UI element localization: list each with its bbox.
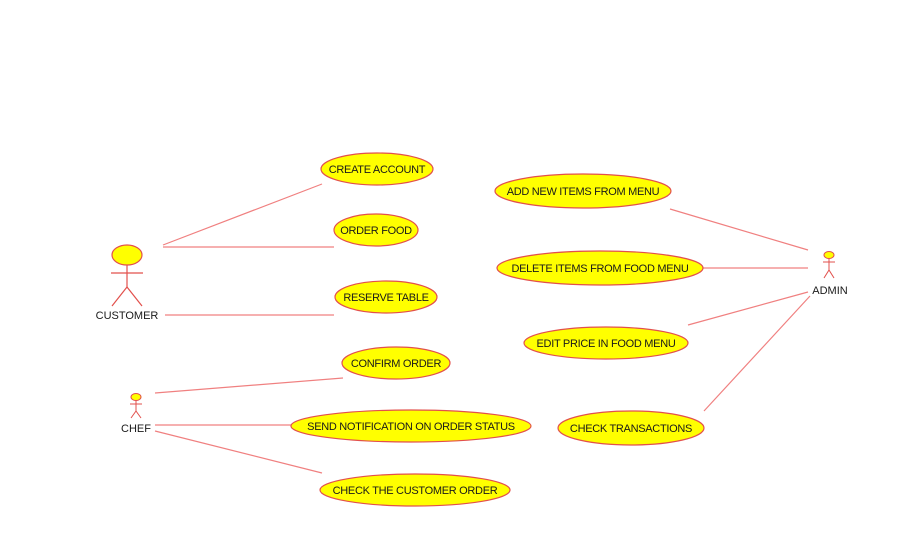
use-case-create-account-label: CREATE ACCOUNT	[329, 164, 426, 176]
use-case-order-food-label: ORDER FOOD	[340, 225, 412, 237]
assoc-admin-check-transactions	[703, 295, 811, 412]
actor-admin[interactable]	[823, 251, 835, 279]
use-case-edit-price[interactable]: EDIT PRICE IN FOOD MENU	[523, 326, 689, 360]
assoc-chef-check-order	[154, 430, 323, 474]
use-case-send-notification-label: SEND NOTIFICATION ON ORDER STATUS	[307, 421, 515, 433]
actor-admin-head	[823, 251, 835, 259]
use-case-delete-items-label: DELETE ITEMS FROM FOOD MENU	[511, 263, 688, 275]
actor-chef[interactable]	[130, 393, 142, 419]
use-case-check-customer-order-label: CHECK THE CUSTOMER ORDER	[333, 485, 498, 497]
use-case-confirm-order[interactable]: CONFIRM ORDER	[341, 346, 451, 380]
use-case-delete-items[interactable]: DELETE ITEMS FROM FOOD MENU	[496, 250, 704, 286]
use-case-confirm-order-label: CONFIRM ORDER	[351, 358, 442, 370]
use-case-create-account[interactable]: CREATE ACCOUNT	[320, 152, 434, 186]
use-case-check-transactions[interactable]: CHECK TRANSACTIONS	[557, 410, 705, 446]
actor-customer[interactable]	[111, 244, 143, 307]
use-case-send-notification[interactable]: SEND NOTIFICATION ON ORDER STATUS	[290, 409, 532, 443]
actor-customer-label: CUSTOMER	[96, 310, 159, 322]
actor-customer-head	[111, 244, 143, 266]
use-case-check-customer-order[interactable]: CHECK THE CUSTOMER ORDER	[319, 473, 511, 507]
assoc-customer-create-account	[162, 183, 323, 246]
actor-admin-label: ADMIN	[812, 285, 848, 297]
associations	[154, 183, 811, 474]
assoc-admin-add-items	[669, 208, 809, 251]
use-case-reserve-table[interactable]: RESERVE TABLE	[334, 280, 438, 314]
actor-chef-label: CHEF	[121, 423, 151, 435]
use-case-add-new-items-label: ADD NEW ITEMS FROM MENU	[507, 186, 660, 198]
assoc-admin-edit-price	[687, 291, 809, 326]
use-case-edit-price-label: EDIT PRICE IN FOOD MENU	[537, 338, 676, 350]
use-case-check-transactions-label: CHECK TRANSACTIONS	[570, 423, 692, 435]
assoc-chef-confirm-order	[154, 377, 344, 394]
use-case-reserve-table-label: RESERVE TABLE	[343, 292, 428, 304]
use-case-add-new-items[interactable]: ADD NEW ITEMS FROM MENU	[494, 173, 672, 209]
use-case-order-food[interactable]: ORDER FOOD	[333, 213, 419, 247]
actor-chef-head	[130, 393, 142, 401]
